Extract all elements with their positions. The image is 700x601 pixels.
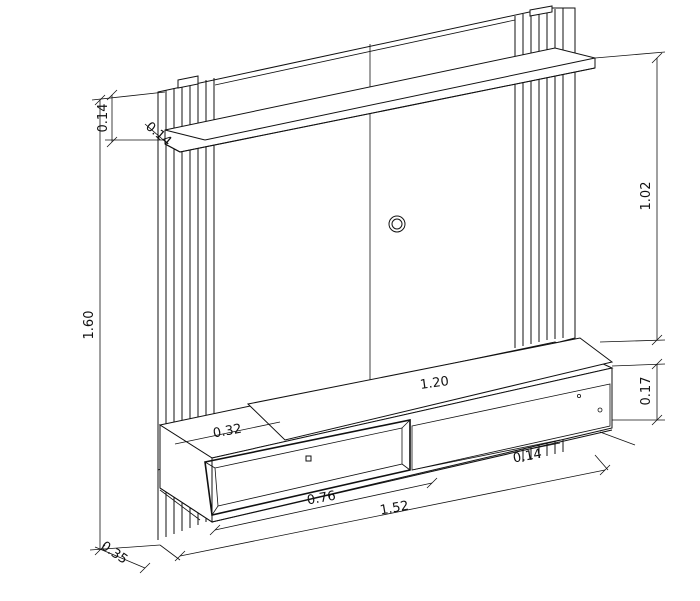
tv-mount-icon xyxy=(388,215,406,233)
dim-rack-height: 0.17 xyxy=(639,377,654,406)
dim-niche-depth: 0.14 xyxy=(512,447,543,467)
dim-base-depth: 0.35 xyxy=(98,539,130,568)
dim-upper-height: 1.02 xyxy=(639,182,654,211)
dim-panel-width: 1.20 xyxy=(419,374,450,393)
drawer-handle-icon xyxy=(305,455,312,462)
top-shelf xyxy=(164,47,596,153)
dim-total-height: 1.60 xyxy=(82,311,97,340)
rack-console xyxy=(158,337,614,523)
dim-shelf-thickness: 0.14 xyxy=(96,104,111,133)
dim-total-width: 1.52 xyxy=(379,499,410,519)
dim-rack-depth: 0.32 xyxy=(212,422,243,442)
dim-drawer-width: 0.76 xyxy=(306,489,337,509)
dimension-lines xyxy=(89,51,666,574)
